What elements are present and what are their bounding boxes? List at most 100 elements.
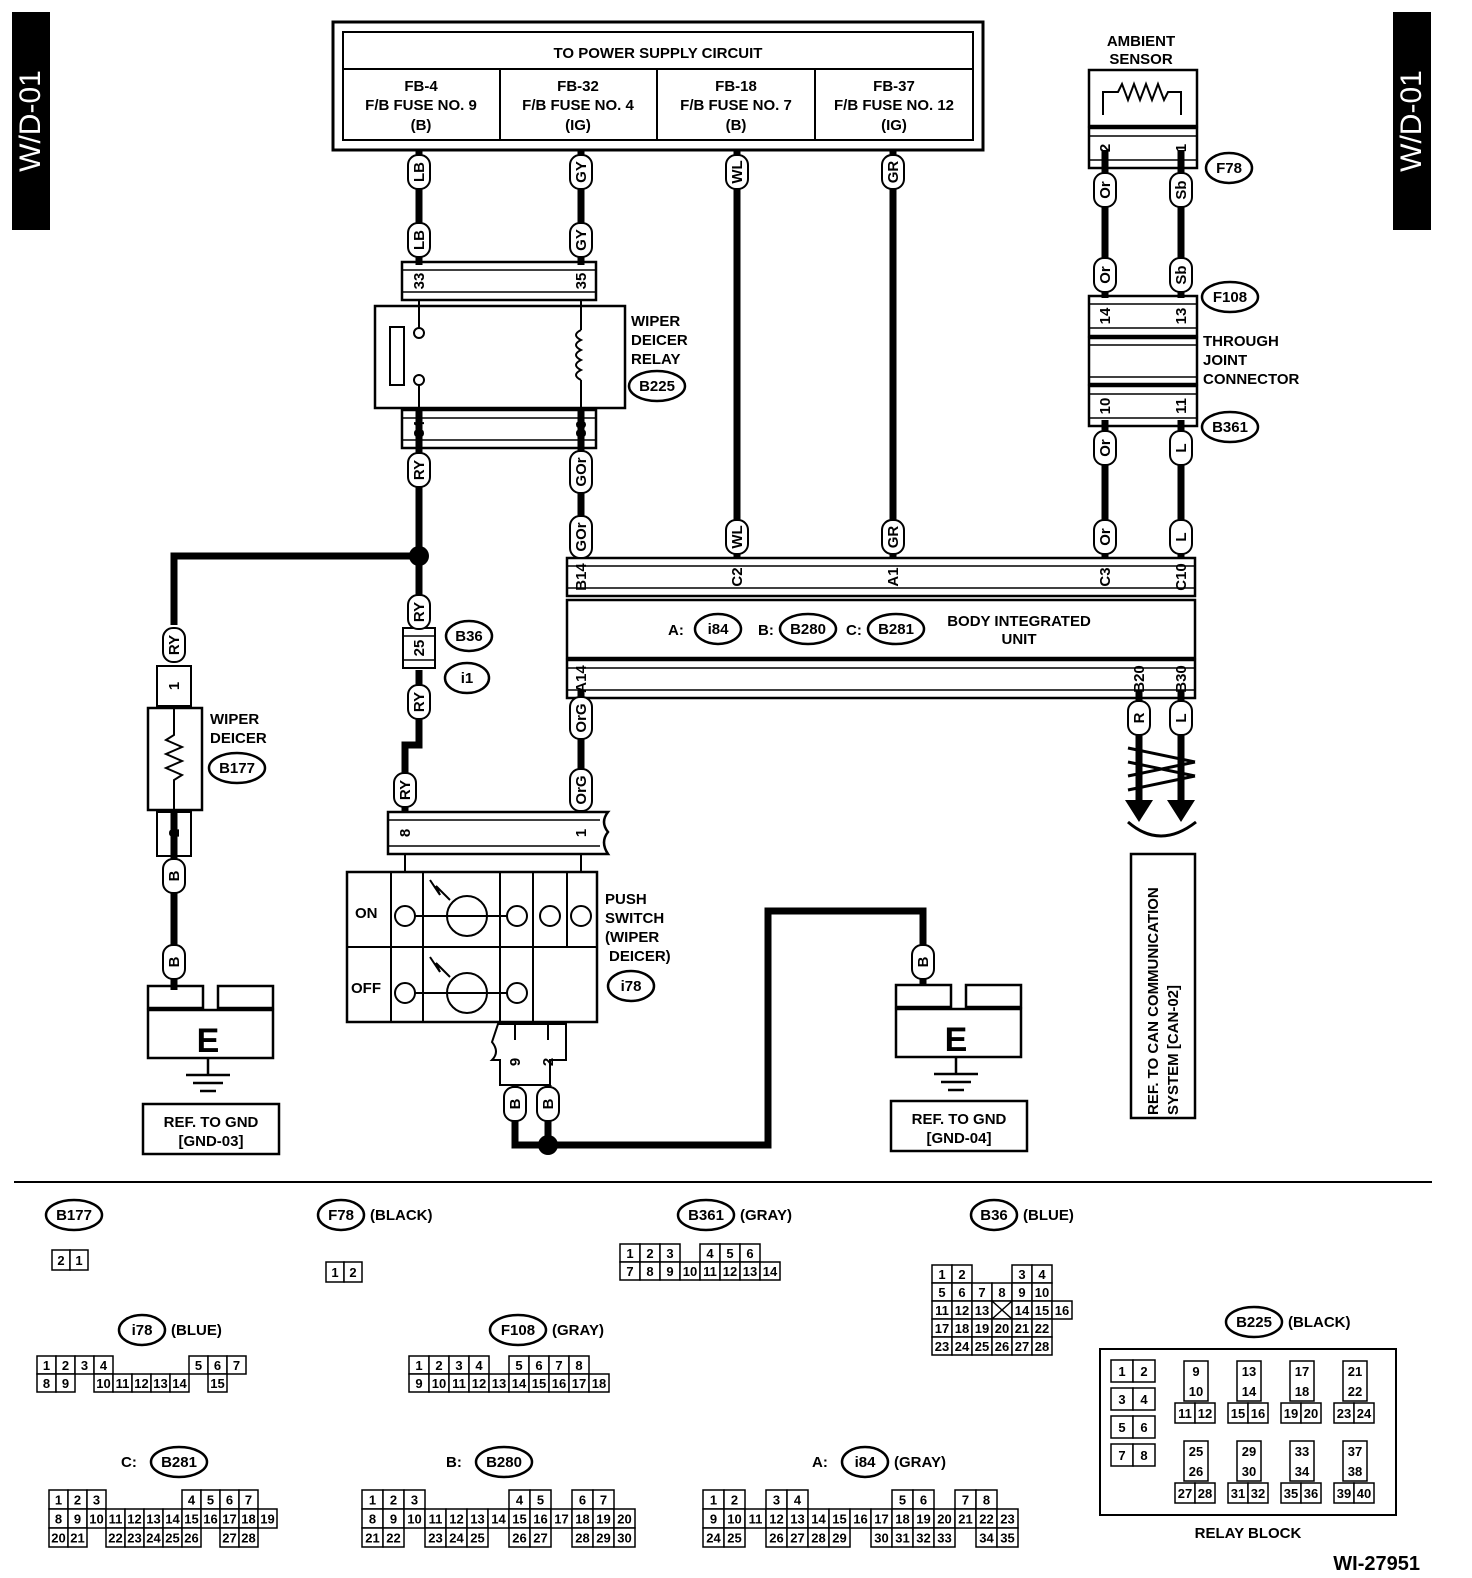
connector-color: (GRAY): [552, 1322, 604, 1339]
pin-cell: 14: [811, 1512, 826, 1527]
svg-text:SYSTEM [CAN-02]: SYSTEM [CAN-02]: [1165, 985, 1182, 1115]
pin-cell: 25: [727, 1531, 741, 1546]
connector-id-b225: B225: [627, 369, 687, 403]
svg-text:B177: B177: [219, 760, 255, 777]
pin-cell: 3: [1118, 1392, 1125, 1407]
pin-34: 34: [411, 420, 428, 437]
pin-cell: 20: [617, 1512, 631, 1527]
pin-cell: 28: [1198, 1486, 1212, 1501]
svg-text:SENSOR: SENSOR: [1109, 51, 1173, 68]
pin-cell: 19: [260, 1512, 274, 1527]
pin-cell: 5: [515, 1358, 522, 1373]
pin-cell: 10: [432, 1376, 446, 1391]
pin-25: 25: [411, 640, 428, 657]
connector-view-id-i84: i84: [840, 1445, 890, 1479]
pin-cell: 19: [916, 1512, 930, 1527]
pin-cell: 19: [596, 1512, 610, 1527]
wire-label-sb: Sb: [1169, 172, 1193, 208]
pin-cell: 9: [1192, 1364, 1199, 1379]
pin-cell: 1: [75, 1253, 82, 1268]
pin-cell: 3: [81, 1358, 88, 1373]
wire-label-b: B: [503, 1086, 527, 1122]
svg-text:GOr: GOr: [573, 457, 590, 486]
pin-cell: 14: [165, 1512, 180, 1527]
svg-text:C:: C:: [846, 622, 862, 639]
pin-cell: 11: [935, 1303, 949, 1318]
svg-text:WL: WL: [729, 160, 746, 183]
pin-cell: 16: [203, 1512, 217, 1527]
pin-cell: 25: [1189, 1444, 1203, 1459]
pin-cell: 14: [512, 1376, 527, 1391]
svg-text:F/B FUSE NO. 12: F/B FUSE NO. 12: [834, 97, 954, 114]
svg-text:(IG): (IG): [565, 117, 591, 134]
svg-text:14: 14: [1097, 307, 1114, 324]
pin-a1: A1: [885, 567, 902, 586]
pin-cell: 31: [895, 1531, 909, 1546]
svg-text:CONNECTOR: CONNECTOR: [1203, 371, 1300, 388]
svg-text:B361: B361: [688, 1207, 724, 1224]
svg-text:i78: i78: [132, 1322, 153, 1339]
pin-cell: 22: [386, 1531, 400, 1546]
svg-text:13: 13: [1173, 308, 1190, 325]
pin-cell: 1: [1118, 1364, 1125, 1379]
wire-label-or: Or: [1093, 172, 1117, 208]
pin-cell: 8: [998, 1285, 1005, 1300]
svg-text:LB: LB: [411, 162, 428, 182]
pin-cell: 16: [533, 1512, 547, 1527]
pin-cell: 5: [207, 1493, 214, 1508]
connector-view-id-b177: B177: [44, 1198, 104, 1232]
wire-label-gor: GOr: [569, 515, 593, 559]
pin-cell: 11: [749, 1512, 763, 1527]
connector-color: (BLUE): [1023, 1207, 1074, 1224]
svg-text:Or: Or: [1097, 528, 1114, 546]
pin-cell: 34: [979, 1531, 994, 1546]
svg-text:THROUGH: THROUGH: [1203, 333, 1279, 350]
pin-cell: 5: [938, 1285, 945, 1300]
pin-cell: 15: [512, 1512, 526, 1527]
connector-prefix: C:: [121, 1454, 137, 1471]
pin-cell: 30: [617, 1531, 631, 1546]
pin-cell: 3: [666, 1246, 673, 1261]
wire-label-l: L: [1169, 430, 1193, 466]
section-tab-right: W/D-01: [1393, 12, 1431, 230]
pin-cell: 15: [832, 1512, 846, 1527]
pin-cell: 9: [62, 1376, 69, 1391]
svg-text:B280: B280: [486, 1454, 522, 1471]
wire-label-gy: GY: [569, 222, 593, 258]
pin-cell: 39: [1337, 1486, 1351, 1501]
pin-cell: 4: [1140, 1392, 1148, 1407]
pin-cell: 15: [184, 1512, 198, 1527]
pin-cell: 6: [535, 1358, 542, 1373]
svg-text:B14: B14: [573, 563, 590, 591]
pin-10: 10: [1097, 398, 1114, 415]
pin-cell: 26: [512, 1531, 526, 1546]
connector-view-id-f78: F78: [316, 1198, 366, 1232]
pin-cell: 4: [188, 1493, 196, 1508]
wire-label-lb: LB: [407, 222, 431, 258]
pin-cell: 2: [435, 1358, 442, 1373]
pin-cell: 18: [241, 1512, 255, 1527]
pin-11: 11: [1173, 398, 1190, 414]
pin-cell: 28: [241, 1531, 255, 1546]
svg-text:i84: i84: [855, 1454, 877, 1471]
pin-cell: 4: [475, 1358, 483, 1373]
connector-id-b280: B280: [778, 612, 838, 646]
pin-2: 2: [166, 829, 183, 837]
pin-cell: 13: [153, 1376, 167, 1391]
pin-cell: 7: [600, 1493, 607, 1508]
pin-cell: 12: [955, 1303, 969, 1318]
pin-cell: 30: [874, 1531, 888, 1546]
connector-id-i78: i78: [606, 969, 656, 1003]
pin-cell: 14: [1015, 1303, 1030, 1318]
pin-cell: 13: [790, 1512, 804, 1527]
pin-cell: 22: [979, 1512, 993, 1527]
pin-cell: 1: [331, 1265, 338, 1280]
wire-label-gy: GY: [569, 154, 593, 190]
svg-text:F108: F108: [501, 1322, 535, 1339]
pin-cell: 10: [1035, 1285, 1049, 1300]
connector-id-b281: B281: [866, 612, 926, 646]
svg-text:RELAY BLOCK: RELAY BLOCK: [1195, 1525, 1302, 1542]
